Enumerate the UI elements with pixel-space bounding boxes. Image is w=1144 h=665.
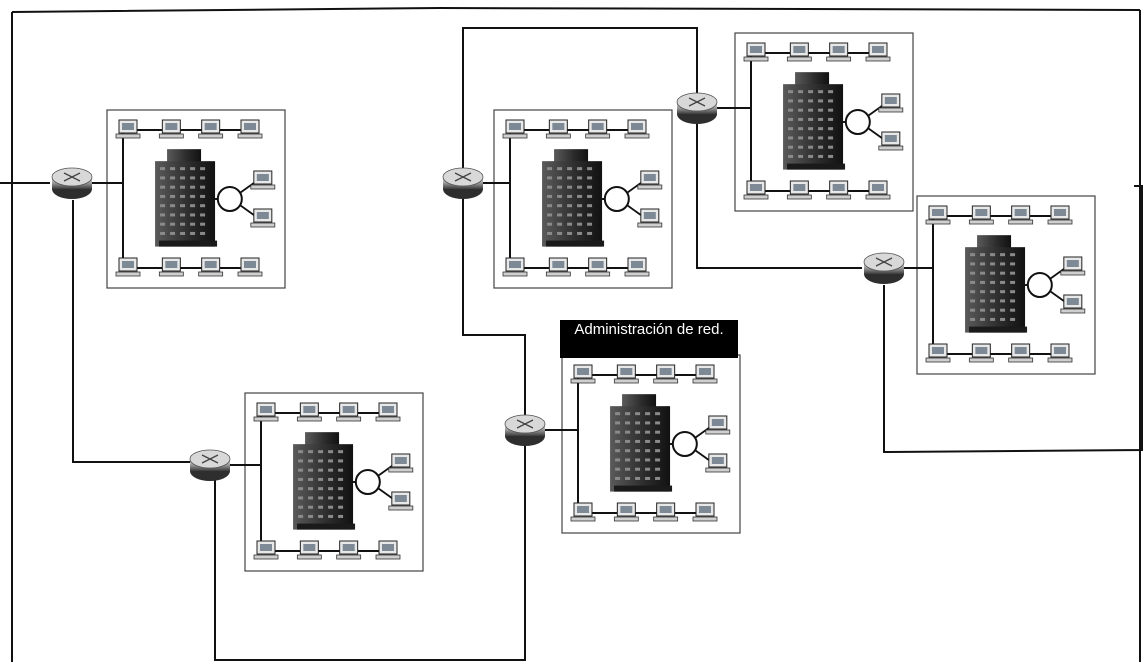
pc-icon [238, 120, 262, 138]
pc-icon [586, 258, 610, 276]
hub-ring-icon [356, 470, 380, 494]
pc-icon [654, 365, 678, 383]
pc-icon [926, 344, 950, 362]
lan-block-5 [245, 393, 423, 571]
pc-icon [116, 258, 140, 276]
pc-icon [744, 181, 768, 199]
pc-icon [503, 258, 527, 276]
pc-icon [693, 365, 717, 383]
pc-icon [1061, 295, 1085, 313]
pc-icon [879, 132, 903, 150]
pc-icon [389, 454, 413, 472]
pc-icon [744, 43, 768, 61]
router-icon [505, 415, 545, 446]
router-icon [190, 450, 230, 481]
network-admin-label: Administración de red. [562, 321, 736, 338]
pc-icon [969, 206, 993, 224]
hub-ring-icon [846, 110, 870, 134]
router-icon [52, 168, 92, 199]
pc-icon [251, 171, 275, 189]
pc-icon [706, 454, 730, 472]
pc-icon [614, 503, 638, 521]
building-icon [293, 432, 355, 529]
pc-icon [638, 209, 662, 227]
pc-icon [571, 365, 595, 383]
pc-icon [254, 403, 278, 421]
pc-icon [969, 344, 993, 362]
building-icon [783, 72, 845, 169]
pc-icon [199, 258, 223, 276]
pc-icon [159, 258, 183, 276]
pc-icon [879, 94, 903, 112]
pc-icon [251, 209, 275, 227]
pc-icon [297, 403, 321, 421]
hub-ring-icon [218, 187, 242, 211]
pc-icon [376, 403, 400, 421]
pc-icon [571, 503, 595, 521]
pc-icon [389, 492, 413, 510]
lan-block-2 [494, 110, 672, 288]
pc-icon [546, 258, 570, 276]
pc-icon [693, 503, 717, 521]
pc-icon [503, 120, 527, 138]
pc-icon [1009, 206, 1033, 224]
pc-icon [625, 258, 649, 276]
pc-icon [546, 120, 570, 138]
hub-ring-icon [605, 187, 629, 211]
pc-icon [654, 503, 678, 521]
lan-block-3 [735, 33, 913, 211]
lan-block-6 [562, 355, 740, 533]
hub-ring-icon [673, 432, 697, 456]
router-icon [443, 168, 483, 199]
building-icon [965, 235, 1027, 332]
pc-icon [116, 120, 140, 138]
pc-icon [337, 403, 361, 421]
pc-icon [638, 171, 662, 189]
pc-icon [787, 43, 811, 61]
pc-icon [926, 206, 950, 224]
pc-icon [1048, 206, 1072, 224]
pc-icon [586, 120, 610, 138]
pc-icon [1061, 257, 1085, 275]
pc-icon [866, 43, 890, 61]
pc-icon [787, 181, 811, 199]
pc-icon [337, 541, 361, 559]
router-icon [864, 253, 904, 284]
router-icon [677, 93, 717, 124]
pc-icon [827, 43, 851, 61]
building-icon [610, 394, 672, 491]
pc-icon [614, 365, 638, 383]
pc-icon [1048, 344, 1072, 362]
pc-icon [376, 541, 400, 559]
pc-icon [1009, 344, 1033, 362]
hub-ring-icon [1028, 273, 1052, 297]
pc-icon [625, 120, 649, 138]
pc-icon [827, 181, 851, 199]
pc-icon [706, 416, 730, 434]
building-icon [542, 149, 604, 246]
pc-icon [297, 541, 321, 559]
lan-block-4 [917, 196, 1095, 374]
pc-icon [159, 120, 183, 138]
lan-block-1 [107, 110, 285, 288]
building-icon [155, 149, 217, 246]
pc-icon [866, 181, 890, 199]
pc-icon [254, 541, 278, 559]
pc-icon [199, 120, 223, 138]
pc-icon [238, 258, 262, 276]
